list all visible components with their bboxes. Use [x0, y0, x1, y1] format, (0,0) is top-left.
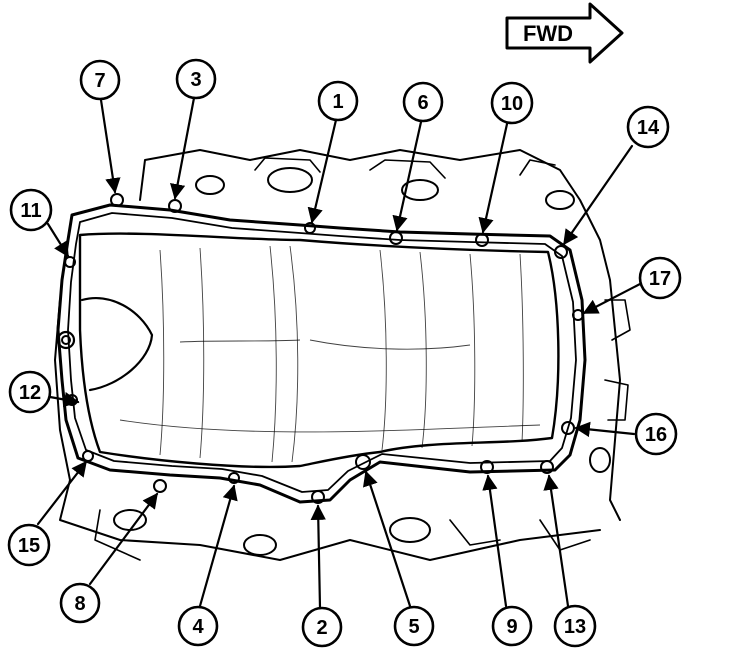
callout-17-label: 17 — [649, 268, 671, 290]
callout-6-label: 6 — [417, 92, 428, 114]
callout-16-label: 16 — [645, 424, 667, 446]
callout-15: 15 — [7, 523, 51, 567]
bolt-10 — [475, 233, 489, 247]
callout-8-label: 8 — [74, 593, 85, 615]
callout-4-label: 4 — [192, 616, 204, 638]
callout-2: 2 — [301, 606, 343, 648]
bolt-9 — [480, 460, 494, 474]
bolt-4 — [228, 472, 240, 484]
callout-3-label: 3 — [190, 69, 201, 91]
flange-bolts — [64, 193, 584, 504]
callout-11-label: 11 — [20, 200, 41, 222]
callout-17: 17 — [638, 256, 682, 300]
callout-9: 9 — [491, 605, 533, 647]
bolt-11 — [64, 256, 76, 268]
callout-5-label: 5 — [408, 616, 419, 638]
callout-8: 8 — [59, 582, 101, 624]
bolt-6 — [389, 231, 403, 245]
callout-1-label: 1 — [332, 91, 343, 113]
callout-12: 12 — [8, 370, 52, 414]
callout-2-label: 2 — [316, 617, 327, 639]
callout-15-label: 15 — [18, 535, 40, 557]
forward-direction-label: FWD — [523, 21, 573, 46]
leader-lines — [36, 96, 642, 610]
callout-1: 1 — [317, 80, 359, 122]
bolt-3 — [168, 199, 182, 213]
callout-7: 7 — [79, 59, 121, 101]
bolt-8 — [153, 479, 167, 493]
oil-pan — [56, 203, 587, 504]
bolt-13 — [540, 460, 554, 474]
bolt-17 — [572, 309, 584, 321]
callout-12-label: 12 — [19, 382, 41, 404]
callout-9-label: 9 — [506, 616, 517, 638]
callout-14-label: 14 — [637, 117, 660, 139]
callout-11: 11 — [9, 188, 53, 232]
callout-10-label: 10 — [501, 93, 523, 115]
callout-7-label: 7 — [94, 70, 105, 92]
callout-3: 3 — [175, 58, 217, 100]
bolt-7 — [110, 193, 124, 207]
callouts: 1 2 3 4 5 6 7 8 — [7, 58, 682, 648]
callout-14: 14 — [626, 105, 670, 149]
bolt-5 — [355, 454, 371, 470]
bolt-16 — [561, 421, 575, 435]
bolt-14 — [554, 245, 568, 259]
bolt-15 — [82, 450, 94, 462]
bolt-2 — [311, 490, 325, 504]
callout-4: 4 — [177, 605, 219, 647]
forward-direction-arrow: FWD — [505, 2, 624, 64]
callout-5: 5 — [393, 605, 435, 647]
engine-block-background — [54, 149, 631, 561]
callout-16: 16 — [634, 412, 678, 456]
callout-10: 10 — [490, 81, 534, 125]
callout-13: 13 — [553, 604, 597, 648]
callout-6: 6 — [402, 81, 444, 123]
callout-13-label: 13 — [564, 616, 586, 638]
